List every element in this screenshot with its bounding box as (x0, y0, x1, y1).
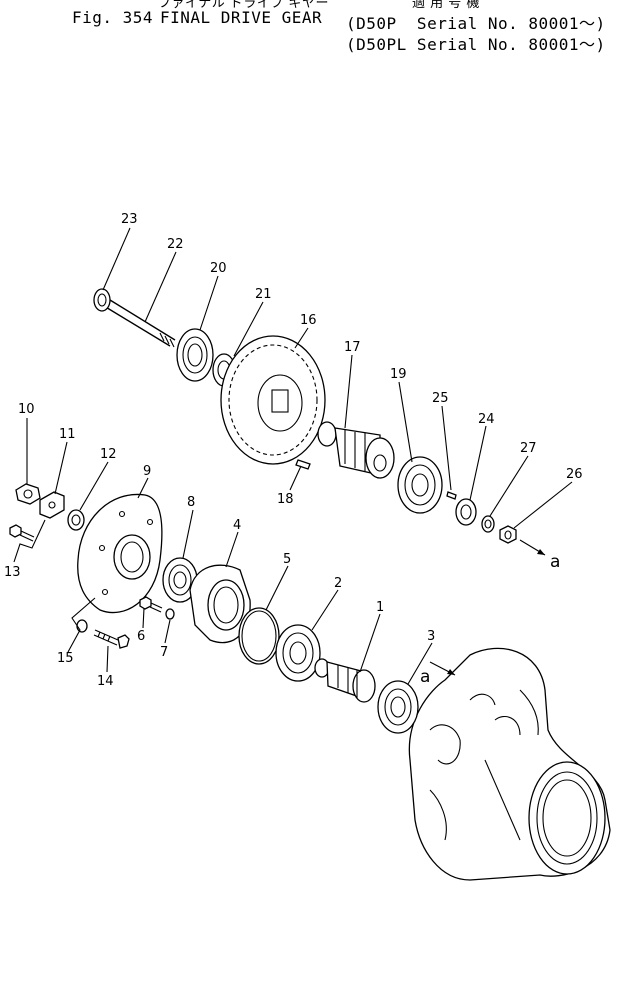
callout-2: 2 (334, 576, 342, 591)
callout-4: 4 (233, 518, 241, 533)
callout-20: 20 (210, 261, 227, 276)
callout-19: 19 (390, 367, 407, 382)
key-18 (295, 459, 311, 470)
callout-10: 10 (18, 402, 35, 417)
bearing-2 (275, 624, 321, 682)
callout-15: 15 (57, 651, 74, 666)
callout-25: 25 (432, 391, 449, 406)
bolt-13 (9, 524, 35, 542)
pinion-17 (317, 421, 395, 479)
nut-10 (15, 483, 41, 505)
bearing-20 (176, 328, 214, 382)
callout-5: 5 (283, 552, 291, 567)
callout-22: 22 (167, 237, 184, 252)
callout-11: 11 (59, 427, 76, 442)
reference-arrow-a-upper (519, 539, 546, 556)
applicability-d50p: (D50P Serial No. 80001～) (346, 14, 606, 33)
reference-a-upper: a (550, 552, 560, 572)
callout-21: 21 (255, 287, 272, 302)
nut-15 (76, 619, 88, 633)
washer-24 (455, 498, 477, 526)
callout-24: 24 (478, 412, 495, 427)
callout-7: 7 (160, 645, 168, 660)
callout-6: 6 (137, 629, 145, 644)
figure-title: FINAL DRIVE GEAR (160, 8, 323, 27)
callout-labels: 23 22 20 21 16 17 19 18 25 24 27 26 10 1… (4, 212, 583, 689)
nut-26 (499, 525, 517, 544)
cage-4 (189, 564, 251, 644)
callout-26: 26 (566, 467, 583, 482)
bearing-19 (397, 456, 443, 514)
reference-a-lower: a (420, 667, 430, 687)
gear-16 (220, 335, 326, 465)
callout-14: 14 (97, 674, 114, 689)
final-drive-case (408, 647, 611, 881)
callout-8: 8 (187, 495, 195, 510)
washer-27 (481, 515, 495, 533)
callout-23: 23 (121, 212, 138, 227)
applicability-d50pl: (D50PL Serial No. 80001～) (346, 35, 606, 54)
washer-12 (67, 509, 85, 531)
reference-arrow-a-lower (429, 661, 456, 676)
callout-13: 13 (4, 565, 21, 580)
callout-16: 16 (300, 313, 317, 328)
bearing-3 (377, 680, 419, 734)
bolt-14 (93, 629, 130, 649)
pinion-1 (314, 658, 376, 703)
japanese-title: ファイナル ドライブ ギヤー (158, 0, 330, 11)
callout-12: 12 (100, 447, 117, 462)
callout-9: 9 (143, 464, 151, 479)
cover-9 (77, 493, 163, 614)
callout-1: 1 (376, 600, 384, 615)
bearing-8 (162, 557, 198, 603)
bolt-6 (139, 596, 163, 613)
callout-17: 17 (344, 340, 361, 355)
nut-23 (93, 288, 111, 312)
washer-7 (165, 608, 175, 620)
shaft-22 (103, 299, 176, 348)
pin-25 (446, 491, 457, 500)
figure-number: Fig. 354 (72, 8, 154, 27)
o-ring-5 (238, 607, 280, 665)
lock-plate-11 (39, 491, 65, 519)
callout-27: 27 (520, 441, 537, 456)
leader-lines (13, 227, 573, 685)
callout-18: 18 (277, 492, 294, 507)
callout-3: 3 (427, 629, 435, 644)
applicability-label: 適 用 号 機 (412, 0, 480, 11)
